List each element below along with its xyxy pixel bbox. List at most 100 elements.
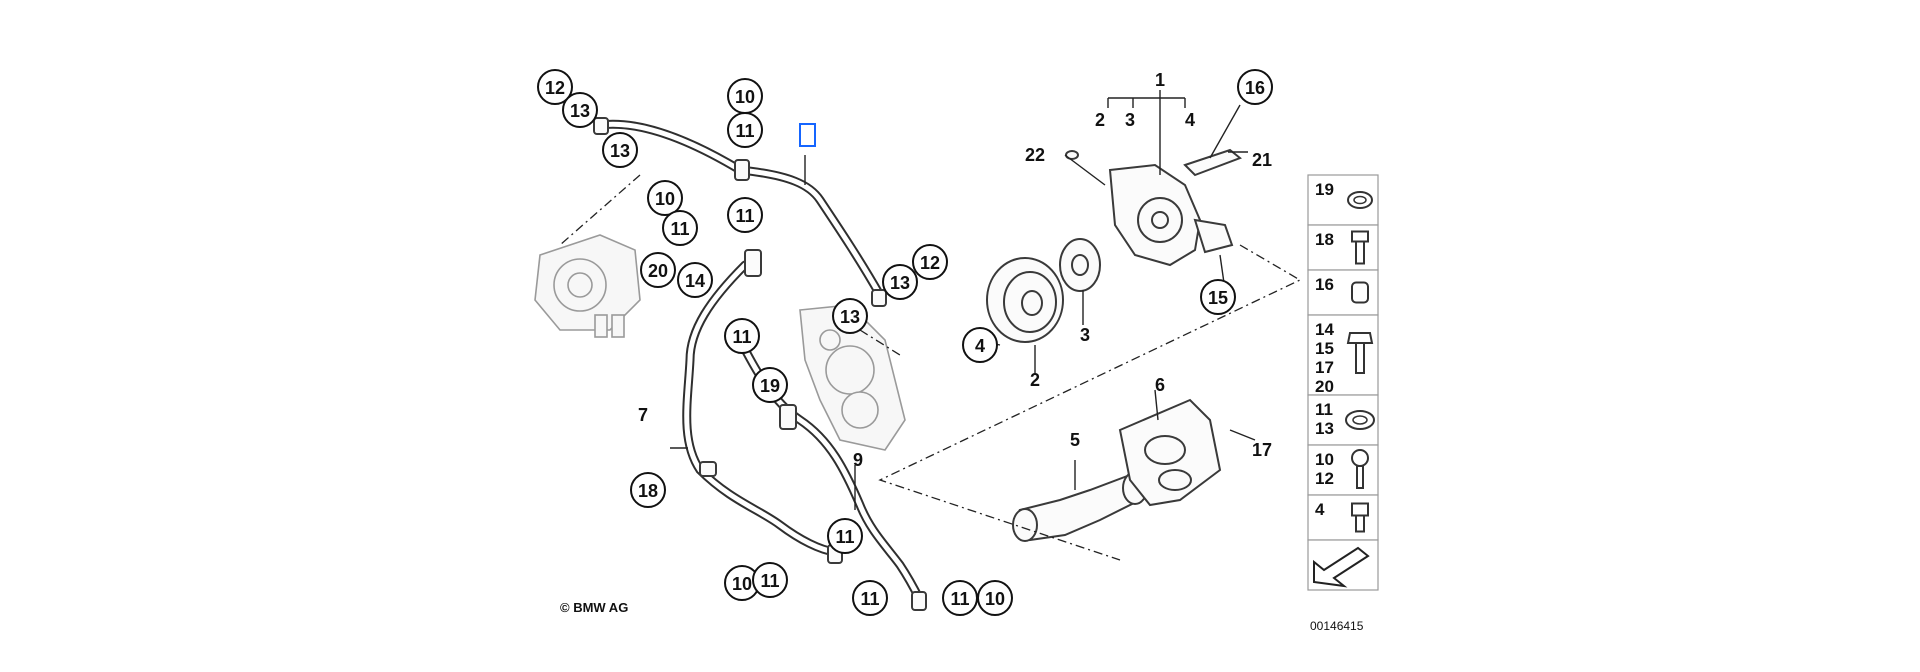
part-label-5: 5 bbox=[1070, 430, 1080, 450]
legend-row bbox=[1307, 539, 1379, 591]
highlighted-part-box bbox=[799, 123, 816, 147]
callout-label: 12 bbox=[920, 253, 940, 273]
callout-label: 13 bbox=[840, 307, 860, 327]
callout-11: 11 bbox=[752, 562, 788, 598]
callout-label: 11 bbox=[732, 327, 751, 347]
legend-label: 14 bbox=[1315, 320, 1334, 339]
callout-11: 11 bbox=[827, 518, 863, 554]
leader-lines bbox=[670, 90, 1256, 510]
sleeve-icon bbox=[1351, 281, 1369, 304]
drive-gear-2-drawing bbox=[986, 257, 1064, 343]
callout-label: 11 bbox=[670, 219, 689, 239]
callout-label: 13 bbox=[610, 141, 630, 161]
callout-label: 16 bbox=[1245, 78, 1265, 98]
callout-label: 11 bbox=[760, 571, 779, 591]
callout-12: 12 bbox=[537, 69, 573, 105]
bracket-21-drawing bbox=[1183, 148, 1242, 177]
hose-fittings bbox=[593, 117, 927, 611]
callout-13: 13 bbox=[602, 132, 638, 168]
callout-label: 11 bbox=[950, 589, 969, 609]
callout-18: 18 bbox=[630, 472, 666, 508]
callout-10: 10 bbox=[977, 580, 1013, 616]
callout-11: 11 bbox=[727, 197, 763, 233]
legend-label: 18 bbox=[1315, 230, 1334, 249]
part-label-9: 9 bbox=[853, 450, 863, 470]
callout-label: 13 bbox=[890, 273, 910, 293]
hex-bolt-icon bbox=[1346, 332, 1374, 374]
callout-10: 10 bbox=[724, 565, 760, 601]
callout-13: 13 bbox=[562, 92, 598, 128]
direction-arrow-icon bbox=[1313, 546, 1370, 588]
relation-lines bbox=[559, 174, 1302, 561]
legend-label: 16 bbox=[1315, 275, 1334, 294]
vacuum-pump-drawing bbox=[534, 234, 641, 338]
legend-label: 13 bbox=[1315, 419, 1334, 438]
callout-label: 11 bbox=[835, 527, 854, 547]
part-label-2: 2 bbox=[1030, 370, 1040, 390]
legend-row: 16 bbox=[1307, 269, 1379, 316]
callout-label: 15 bbox=[1208, 288, 1228, 308]
callout-label: 18 bbox=[638, 481, 658, 501]
callout-label: 19 bbox=[760, 376, 780, 396]
callout-13: 13 bbox=[832, 298, 868, 334]
callout-11: 11 bbox=[662, 210, 698, 246]
callout-label: 10 bbox=[732, 574, 752, 594]
callout-label: 11 bbox=[860, 589, 879, 609]
part-label-7: 7 bbox=[638, 405, 648, 425]
legend-label: 15 bbox=[1315, 339, 1334, 358]
oil-pump-housing-drawing bbox=[1108, 163, 1234, 267]
part-label-3: 3 bbox=[1125, 110, 1135, 130]
callout-label: 12 bbox=[545, 78, 565, 98]
part-label-21: 21 bbox=[1252, 150, 1272, 170]
callout-20: 20 bbox=[640, 252, 676, 288]
electric-pump-5-drawing bbox=[1012, 471, 1148, 542]
legend-row: 19 bbox=[1307, 174, 1379, 226]
part-label-4: 4 bbox=[1185, 110, 1195, 130]
callout-11: 11 bbox=[727, 112, 763, 148]
banjo-bolt-icon bbox=[1351, 449, 1369, 489]
callout-19: 19 bbox=[752, 367, 788, 403]
legend-label: 10 bbox=[1315, 450, 1334, 469]
seal-ring-icon bbox=[1345, 410, 1375, 430]
part-label-6: 6 bbox=[1155, 375, 1165, 395]
callout-16: 16 bbox=[1237, 69, 1273, 105]
legend-label: 4 bbox=[1315, 500, 1325, 519]
callout-10: 10 bbox=[647, 180, 683, 216]
callout-11: 11 bbox=[942, 580, 978, 616]
part-label-3: 3 bbox=[1080, 325, 1090, 345]
sprocket-3-drawing bbox=[1059, 238, 1101, 292]
callout-label: 11 bbox=[735, 121, 754, 141]
socket-screw-icon bbox=[1351, 502, 1369, 533]
callout-label: 10 bbox=[985, 589, 1005, 609]
callout-14: 14 bbox=[677, 262, 713, 298]
callout-label: 20 bbox=[648, 261, 668, 281]
callout-12: 12 bbox=[912, 244, 948, 280]
callout-label: 14 bbox=[685, 271, 705, 291]
diagram-number: 00146415 bbox=[1310, 619, 1364, 633]
part-label-2: 2 bbox=[1095, 110, 1105, 130]
part-label-1: 1 bbox=[1155, 70, 1165, 90]
washer-icon bbox=[1347, 191, 1373, 209]
callout-10: 10 bbox=[727, 78, 763, 114]
callout-4: 4 bbox=[962, 327, 998, 363]
legend-row: 4 bbox=[1307, 494, 1379, 541]
callout-label: 11 bbox=[735, 206, 754, 226]
part-label-22: 22 bbox=[1025, 145, 1045, 165]
callout-label: 13 bbox=[570, 101, 590, 121]
callout-label: 10 bbox=[735, 87, 755, 107]
legend-label: 17 bbox=[1315, 358, 1334, 377]
callout-label: 4 bbox=[975, 336, 985, 356]
legend-label: 19 bbox=[1315, 180, 1334, 199]
bracket-6-drawing bbox=[1118, 398, 1222, 507]
legend-label: 20 bbox=[1315, 377, 1334, 396]
callout-11: 11 bbox=[852, 580, 888, 616]
callout-15: 15 bbox=[1200, 279, 1236, 315]
hose-7 bbox=[682, 260, 840, 557]
